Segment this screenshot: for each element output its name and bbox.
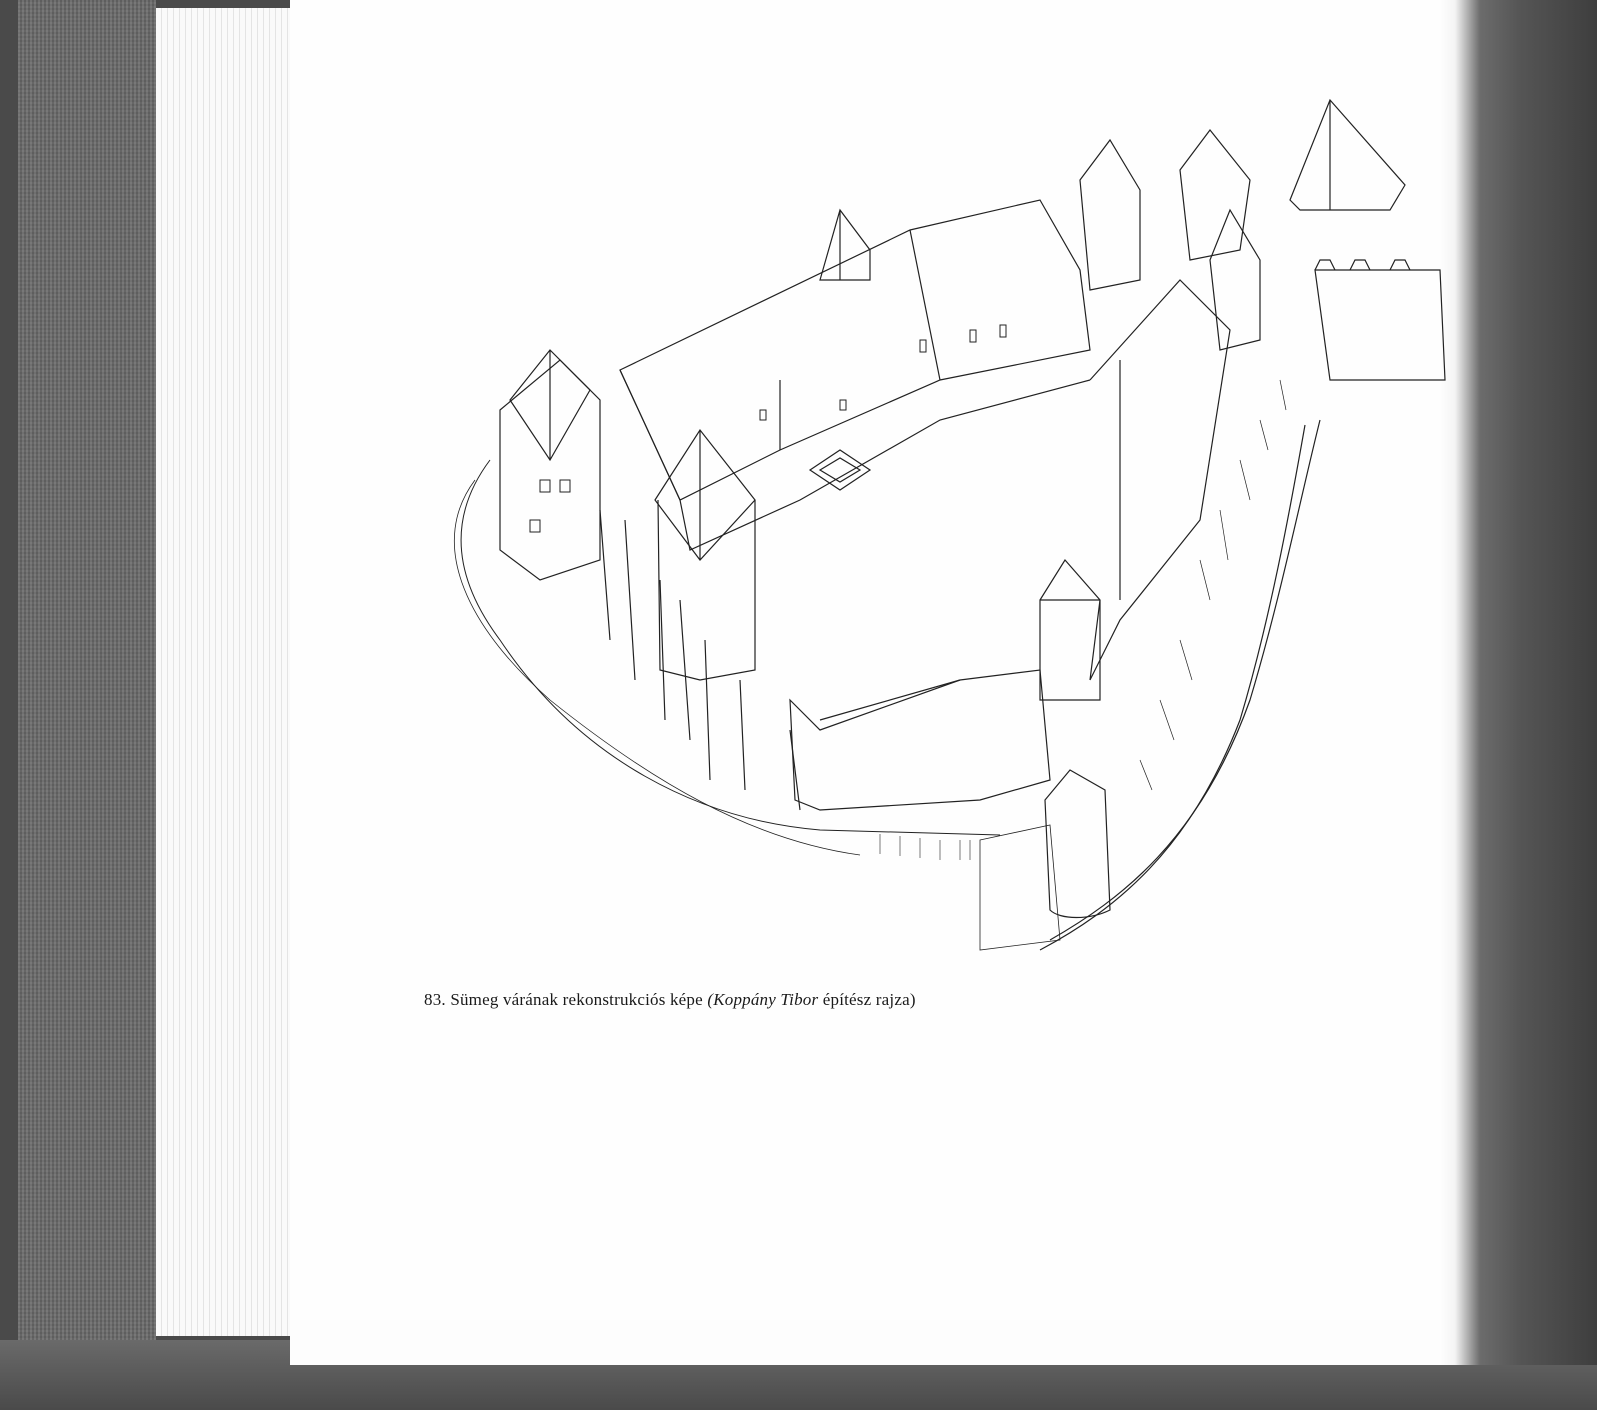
page-gutter-shadow xyxy=(1440,0,1597,1365)
page-bottom xyxy=(290,1320,1450,1365)
page-edges xyxy=(156,8,296,1336)
book-page xyxy=(290,0,1462,1365)
castle-reconstruction-drawing xyxy=(453,98,1446,951)
book-spine-cloth xyxy=(18,0,156,1340)
caption-author: Koppány Tibor xyxy=(713,990,819,1009)
caption-paren: ( xyxy=(707,990,714,1009)
book-spine-texture xyxy=(18,0,156,1340)
figure-number: 83. xyxy=(424,990,446,1009)
figure-caption: 83. Sümeg várának rekonstrukciós képe (K… xyxy=(424,990,916,1010)
caption-main: Sümeg várának rekonstrukciós képe xyxy=(450,990,703,1009)
caption-rest: építész rajza) xyxy=(822,990,916,1009)
